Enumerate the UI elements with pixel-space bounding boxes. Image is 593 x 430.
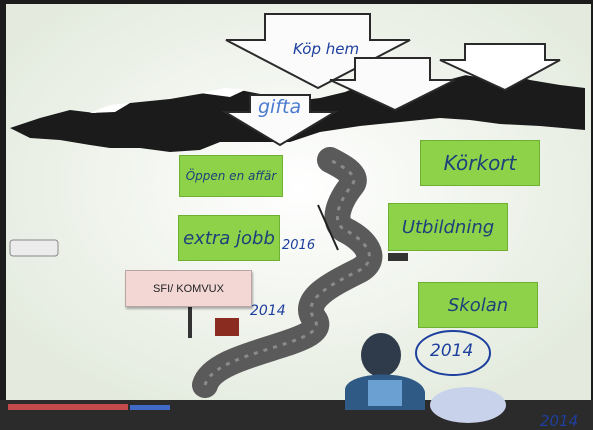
year-2014: 2014 (250, 303, 286, 319)
year-2016: 2016 (282, 238, 316, 253)
eraser (9, 239, 59, 257)
arrow-right-small (329, 57, 456, 112)
blur-blob (430, 387, 506, 423)
arrow-label-top: Köp hem (293, 40, 360, 58)
student-head (361, 333, 401, 377)
arrow-middle (221, 94, 339, 147)
goal-label: extra jobb (183, 227, 275, 249)
goal-box: extra jobb (178, 215, 280, 261)
year-2014-corner: 2014 (540, 412, 579, 430)
goal-box: Skolan (418, 282, 538, 328)
goal-label: Skolan (447, 294, 509, 316)
goal-label: Körkort (443, 151, 517, 175)
laptop (368, 380, 402, 406)
bridge (388, 253, 408, 261)
goal-box: Öppen en affär (179, 155, 283, 197)
sign-label: SFI/ KOMVUX (153, 282, 224, 295)
marker-blue (130, 405, 170, 410)
road (192, 147, 383, 398)
goal-label: Utbildning (401, 216, 495, 238)
year-circle (415, 330, 491, 376)
sign-board: SFI/ KOMVUX (125, 270, 252, 307)
snow-cap (200, 88, 245, 97)
year-2014-circled: 2014 (430, 341, 474, 361)
arrow-label-middle: gifta (258, 96, 302, 118)
snow-cap (90, 103, 130, 113)
goal-box: Utbildning (388, 203, 508, 251)
arrow-far-right (439, 43, 561, 92)
goal-box: Körkort (420, 140, 540, 186)
goal-label: Öppen en affär (185, 169, 277, 183)
chair (215, 318, 239, 336)
sign-post (188, 298, 192, 338)
pole (317, 204, 339, 251)
marker-red (8, 404, 128, 410)
